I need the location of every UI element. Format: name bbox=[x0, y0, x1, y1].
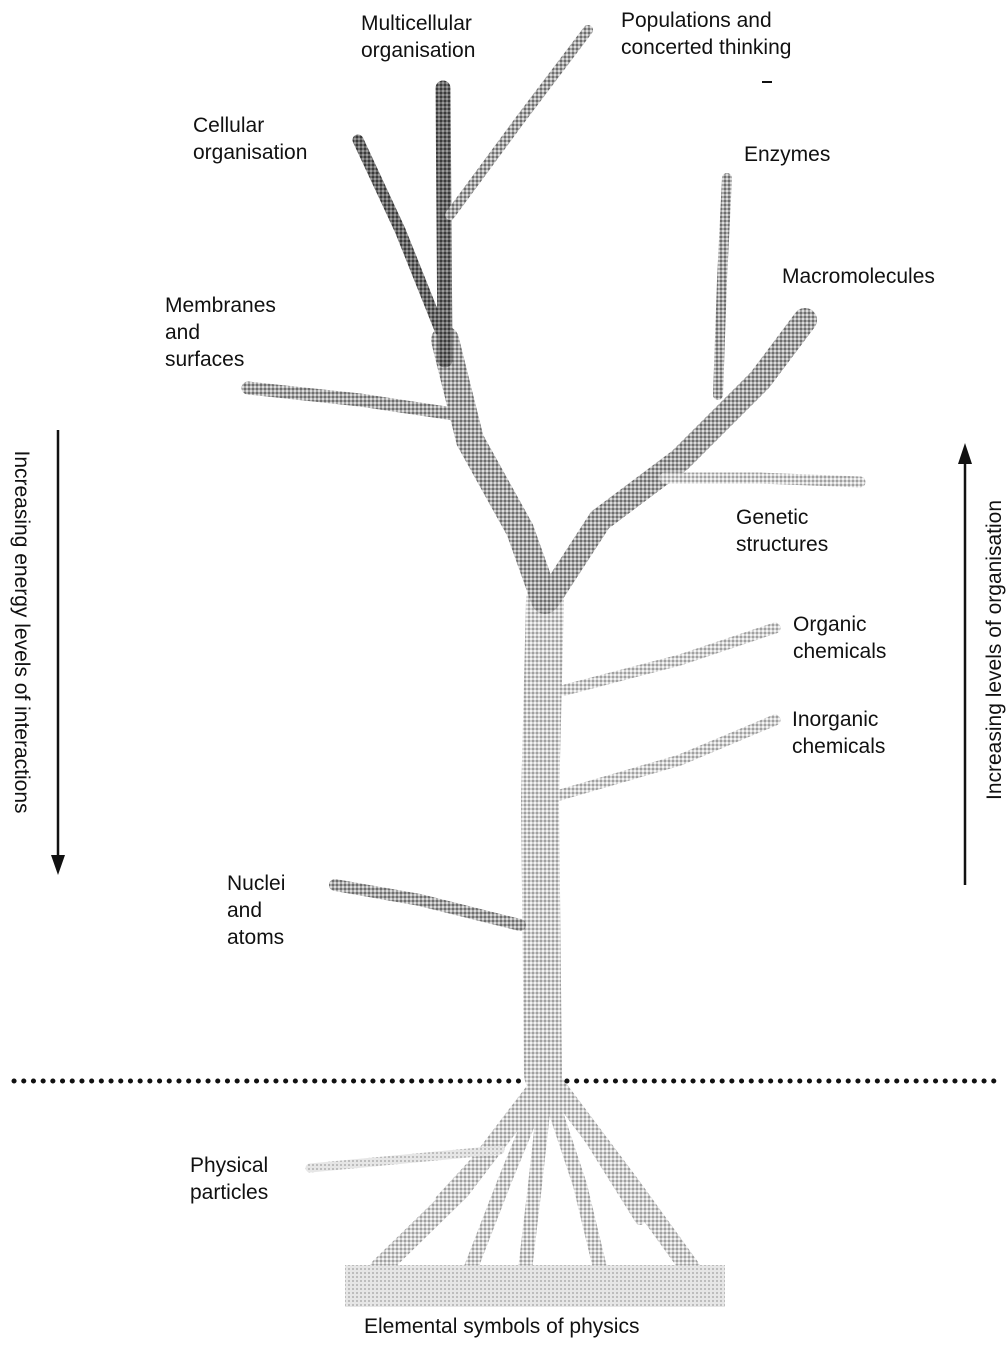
nuclei-atoms-branch bbox=[335, 885, 520, 925]
right-axis-label: Increasing levels of organisation bbox=[983, 500, 1006, 800]
arrow-head-down-icon bbox=[51, 855, 65, 875]
label-cellular-organisation: Cellular organisation bbox=[193, 112, 307, 166]
organic-branch bbox=[565, 628, 775, 690]
root-mat bbox=[345, 1265, 725, 1307]
label-multicellular-organisation: Multicellular organisation bbox=[361, 10, 475, 64]
label-macromolecules: Macromolecules bbox=[782, 263, 935, 290]
label-nuclei-atoms: Nuclei and atoms bbox=[227, 870, 285, 951]
label-membranes: Membranes and surfaces bbox=[165, 292, 276, 373]
right-limb bbox=[548, 320, 805, 600]
multicellular-branch bbox=[443, 88, 445, 360]
label-populations: Populations and concerted thinking bbox=[621, 7, 791, 61]
label-enzymes: Enzymes bbox=[744, 141, 830, 168]
label-organic-chemicals: Organic chemicals bbox=[793, 611, 886, 665]
enzymes-branch bbox=[718, 178, 727, 395]
cellular-branch bbox=[358, 140, 440, 330]
membranes-branch bbox=[248, 388, 460, 415]
inorganic-branch bbox=[560, 720, 775, 795]
trunk-lower bbox=[540, 600, 545, 1075]
left-limb bbox=[445, 340, 545, 600]
left-axis-label: Increasing energy levels of interactions bbox=[9, 450, 33, 813]
right-axis-arrow bbox=[958, 443, 972, 885]
roots bbox=[310, 1085, 725, 1307]
label-physical-particles: Physical particles bbox=[190, 1152, 268, 1206]
genetic-structures-branch bbox=[665, 478, 860, 482]
label-elemental-symbols: Elemental symbols of physics bbox=[364, 1313, 639, 1340]
label-inorganic-chemicals: Inorganic chemicals bbox=[792, 706, 885, 760]
label-genetic-structures: Genetic structures bbox=[736, 504, 828, 558]
arrow-head-up-icon bbox=[958, 443, 972, 464]
left-axis-arrow bbox=[51, 430, 65, 875]
